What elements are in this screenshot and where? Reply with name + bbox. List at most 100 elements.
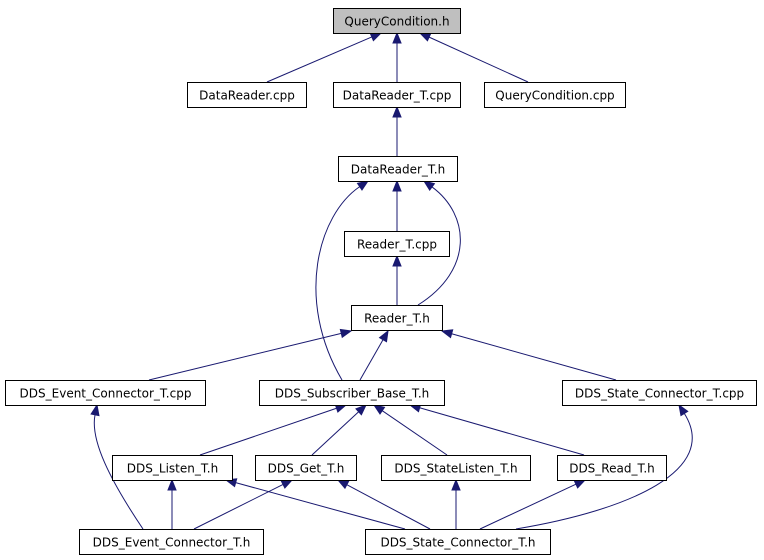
- edge-arrowhead: [280, 479, 294, 489]
- node-label: DDS_State_Connector_T.h: [380, 536, 535, 550]
- node-datareader-t-cpp[interactable]: DataReader_T.cpp: [333, 82, 461, 108]
- node-box[interactable]: [562, 380, 757, 406]
- node-label: DataReader.cpp: [199, 89, 295, 103]
- edge-reader-t-h-to-reader-t-cpp: [392, 254, 402, 305]
- node-box[interactable]: [381, 455, 531, 481]
- node-dds-statelisten-t-h[interactable]: DDS_StateListen_T.h: [381, 455, 531, 481]
- edge-line: [515, 413, 693, 530]
- node-box[interactable]: [333, 82, 461, 108]
- edge-line: [479, 483, 577, 530]
- edge-arrowhead: [422, 180, 436, 192]
- edge-arrowhead: [392, 105, 402, 118]
- edge-dds-state-connector-t-h-to-dds-state-connector-t-cpp: [515, 403, 693, 530]
- edge-arrowhead: [418, 32, 432, 42]
- node-box[interactable]: [484, 82, 626, 108]
- node-reader-t-cpp[interactable]: Reader_T.cpp: [344, 231, 450, 257]
- edge-querycondition-cpp-to-querycondition-h: [418, 32, 529, 83]
- node-dds-get-t-h[interactable]: DDS_Get_T.h: [255, 455, 357, 481]
- edge-dds-event-connector-t-h-to-dds-event-connector-t-cpp: [90, 403, 144, 530]
- node-dds-subscriber-base-t-h[interactable]: DDS_Subscriber_Base_T.h: [259, 380, 445, 406]
- node-querycondition-cpp[interactable]: QueryCondition.cpp: [484, 82, 626, 108]
- node-querycondition-h[interactable]: QueryCondition.h: [333, 8, 461, 34]
- node-box[interactable]: [338, 156, 458, 182]
- node-box[interactable]: [557, 455, 667, 481]
- edge-arrowhead: [392, 31, 402, 44]
- edge-arrowhead: [167, 478, 177, 491]
- edge-dds-state-connector-t-h-to-dds-get-t-h: [336, 479, 431, 530]
- edge-arrowhead: [339, 328, 353, 339]
- node-box[interactable]: [5, 380, 206, 406]
- edge-line: [451, 333, 617, 381]
- node-label: DDS_Read_T.h: [569, 462, 655, 476]
- edge-dds-state-connector-t-cpp-to-reader-t-h: [440, 329, 617, 381]
- node-label: DDS_StateListen_T.h: [394, 462, 517, 476]
- node-label: DataReader_T.h: [351, 163, 445, 177]
- edge-arrowhead: [355, 404, 367, 416]
- node-dds-listen-t-h[interactable]: DDS_Listen_T.h: [112, 455, 233, 481]
- node-dds-event-connector-t-h[interactable]: DDS_Event_Connector_T.h: [79, 529, 264, 555]
- edge-dds-listen-t-h-to-dds-subscriber-base-t-h: [199, 403, 348, 456]
- node-datareader-t-h[interactable]: DataReader_T.h: [338, 156, 458, 182]
- node-box[interactable]: [333, 8, 461, 34]
- edge-arrowhead: [678, 403, 689, 417]
- edge-arrowhead: [369, 32, 383, 42]
- edge-arrowhead: [336, 479, 350, 490]
- node-box[interactable]: [79, 529, 264, 555]
- edge-dds-subscriber-base-t-h-to-datareader-t-h: [315, 180, 370, 381]
- node-label: DDS_Event_Connector_T.cpp: [20, 387, 192, 401]
- edge-line: [381, 410, 448, 456]
- edge-datareader-cpp-to-querycondition-h: [266, 32, 383, 83]
- edge-line: [199, 407, 337, 456]
- node-datareader-cpp[interactable]: DataReader.cpp: [187, 82, 307, 108]
- edge-line: [346, 484, 431, 530]
- edge-arrowhead: [451, 478, 461, 491]
- edge-reader-t-h-to-datareader-t-h: [417, 180, 461, 306]
- edge-arrowhead: [378, 329, 389, 343]
- edge-dds-state-connector-t-h-to-dds-statelisten-t-h: [451, 478, 461, 529]
- node-box[interactable]: [344, 231, 450, 257]
- node-reader-t-h[interactable]: Reader_T.h: [351, 305, 443, 331]
- edge-arrowhead: [392, 179, 402, 192]
- node-label: DataReader_T.cpp: [343, 89, 452, 103]
- edge-line: [359, 339, 384, 381]
- edge-datareader-t-cpp-to-querycondition-h: [392, 31, 402, 82]
- node-dds-state-connector-t-h[interactable]: DDS_State_Connector_T.h: [365, 529, 551, 555]
- node-box[interactable]: [365, 529, 551, 555]
- node-label: Reader_T.h: [364, 312, 430, 326]
- edge-dds-event-connector-t-h-to-dds-get-t-h: [193, 479, 294, 530]
- edge-line: [428, 36, 529, 83]
- edge-dds-statelisten-t-h-to-dds-subscriber-base-t-h: [372, 404, 448, 456]
- node-dds-read-t-h[interactable]: DDS_Read_T.h: [557, 455, 667, 481]
- edge-dds-subscriber-base-t-h-to-reader-t-h: [359, 329, 389, 381]
- node-label: Reader_T.cpp: [357, 238, 437, 252]
- edge-dds-state-connector-t-h-to-dds-listen-t-h: [224, 478, 406, 530]
- edge-dds-event-connector-t-h-to-dds-listen-t-h: [167, 478, 177, 529]
- edge-line: [148, 332, 342, 381]
- edge-datareader-t-h-to-datareader-t-cpp: [392, 105, 402, 156]
- edge-arrowhead: [440, 329, 454, 339]
- edge-line: [419, 407, 585, 456]
- node-dds-event-connector-t-cpp[interactable]: DDS_Event_Connector_T.cpp: [5, 380, 206, 406]
- node-label: DDS_Listen_T.h: [127, 462, 218, 476]
- edge-dds-get-t-h-to-dds-subscriber-base-t-h: [311, 404, 367, 456]
- edge-line: [417, 186, 461, 306]
- node-box[interactable]: [255, 455, 357, 481]
- edge-reader-t-cpp-to-datareader-t-h: [392, 179, 402, 231]
- node-box[interactable]: [112, 455, 233, 481]
- edge-arrowhead: [90, 403, 100, 417]
- edge-line: [266, 36, 373, 83]
- edge-line: [93, 414, 144, 530]
- node-box[interactable]: [351, 305, 443, 331]
- node-box[interactable]: [187, 82, 307, 108]
- node-label: DDS_Event_Connector_T.h: [93, 536, 251, 550]
- node-box[interactable]: [259, 380, 445, 406]
- edge-line: [193, 484, 284, 530]
- edge-line: [311, 411, 360, 456]
- edge-dds-event-connector-t-cpp-to-reader-t-h: [148, 328, 353, 381]
- edge-line: [315, 186, 361, 381]
- edge-dds-state-connector-t-h-to-dds-read-t-h: [479, 479, 587, 530]
- node-label: DDS_Subscriber_Base_T.h: [275, 387, 430, 401]
- node-dds-state-connector-t-cpp[interactable]: DDS_State_Connector_T.cpp: [562, 380, 757, 406]
